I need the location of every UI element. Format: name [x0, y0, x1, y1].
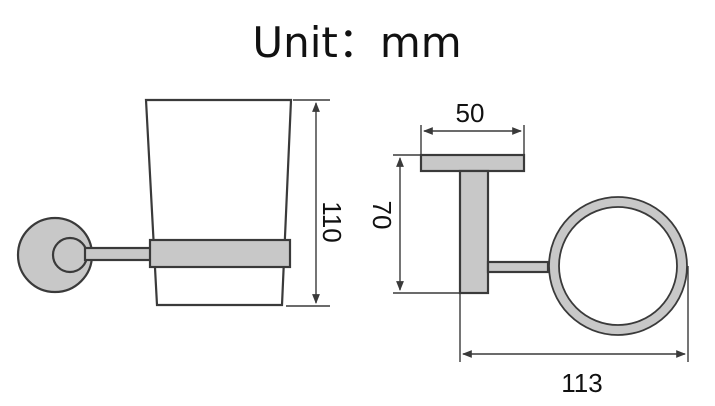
top-plate [419, 153, 526, 173]
support-arm [83, 246, 153, 262]
cup-ring [549, 197, 687, 335]
side-view: 50 70 113 [367, 98, 689, 398]
dimension-label-50: 50 [456, 98, 485, 128]
horizontal-arm [486, 260, 550, 274]
glass-tumbler [144, 98, 293, 307]
ring-outer-edge [548, 196, 688, 336]
rosette-cap [51, 236, 89, 274]
vertical-post [458, 169, 490, 295]
ring-inner-edge [558, 206, 678, 326]
front-view: 110 [16, 98, 347, 307]
unit-title: Unit：mm [252, 18, 461, 67]
dimension-label-110: 110 [317, 201, 347, 242]
dimension-label-113: 113 [561, 368, 602, 398]
dimension-label-70: 70 [367, 201, 397, 230]
holder-band [148, 238, 292, 269]
